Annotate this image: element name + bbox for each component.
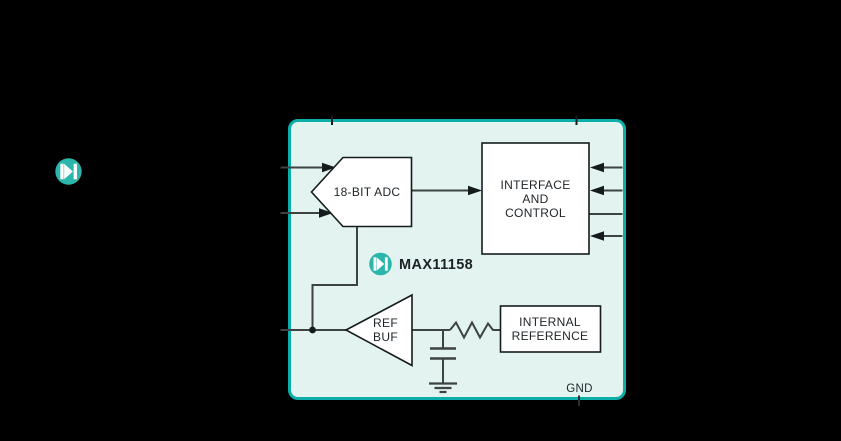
part-number-label: MAX11158 <box>399 257 474 273</box>
refbuf-block-label: REF BUF <box>373 316 398 344</box>
gnd-label: GND <box>566 383 593 395</box>
adc-block-label: 18-BIT ADC <box>333 185 401 199</box>
maxim-logo-icon <box>55 158 82 185</box>
interface-block-label: INTERFACE AND CONTROL <box>500 177 571 220</box>
internal-reference-block-label: INTERNAL REFERENCE <box>511 314 589 344</box>
